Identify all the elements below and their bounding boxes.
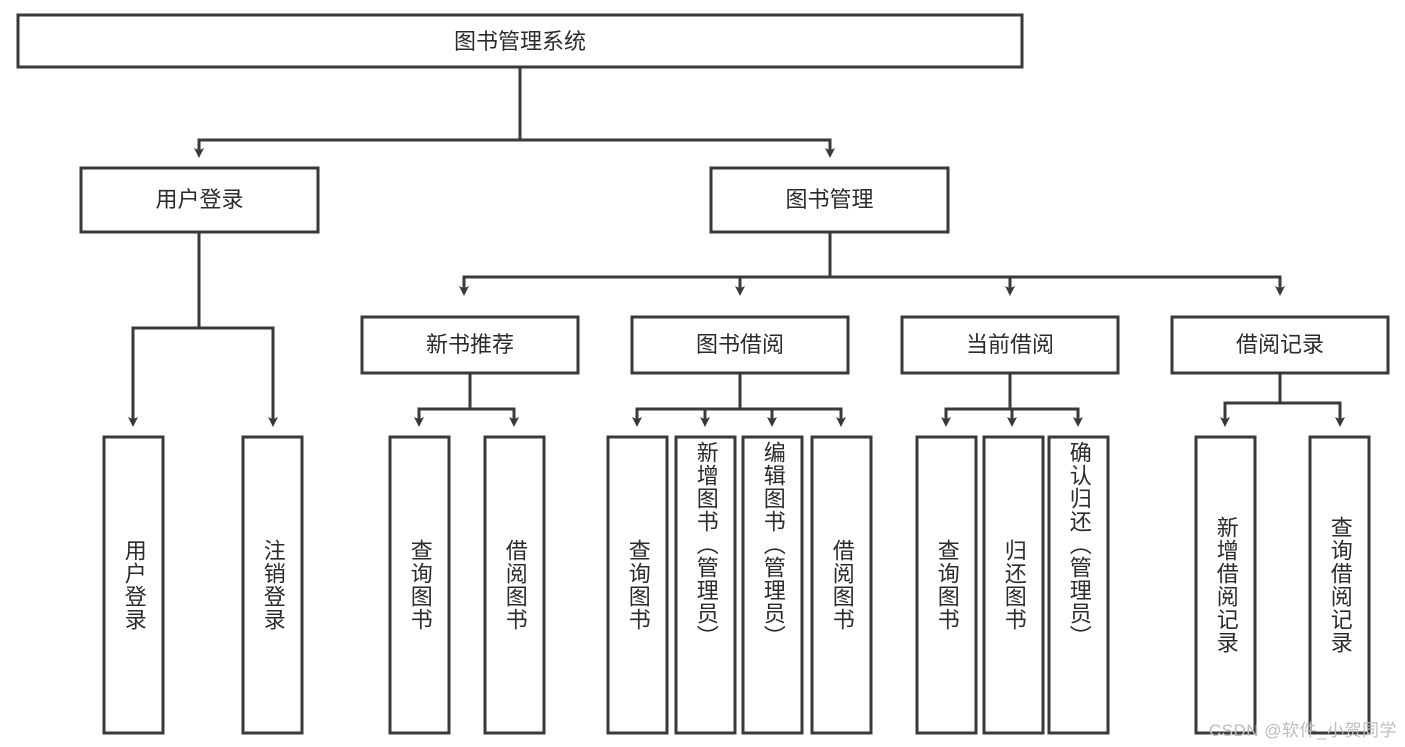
connector-bookmgmt-to-level3 [459,230,1285,296]
node-borrow[interactable]: 图书借阅 [630,315,850,375]
node-root-label: 图书管理系统 [454,29,586,54]
leaf-node-1[interactable] [102,435,165,735]
node-newbook-label: 新书推荐 [426,332,514,357]
node-login[interactable]: 用户登录 [79,166,320,234]
leaf-node-3[interactable] [388,435,451,735]
leaf-node-12[interactable] [1194,435,1257,735]
node-login-label: 用户登录 [155,187,243,212]
node-borrow-label: 图书借阅 [696,332,784,357]
leaf-node-9[interactable] [915,435,978,735]
node-root[interactable]: 图书管理系统 [16,13,1024,69]
connector-borrow-to-leaves [632,371,846,427]
node-bookmgmt[interactable]: 图书管理 [709,166,950,234]
leaf-node-13[interactable] [1308,435,1371,735]
leaf-node-5[interactable] [606,435,669,735]
node-bookmgmt-label: 图书管理 [785,187,873,212]
node-records-label: 借阅记录 [1236,332,1324,357]
leaf-node-7[interactable] [741,435,804,735]
leaf-node-2[interactable] [241,435,304,735]
node-current[interactable]: 当前借阅 [900,315,1120,375]
leaf-node-6[interactable] [674,435,737,735]
node-records[interactable]: 借阅记录 [1170,315,1390,375]
connector-current-to-leaves [941,371,1083,427]
leaf-node-10[interactable] [982,435,1045,735]
connector-login-to-leaves [128,230,278,427]
leaf-node-4[interactable] [483,435,546,735]
csdn-watermark: CSDN @软件_小贺同学 [1208,721,1397,740]
connector-root-to-level2 [194,65,835,158]
connector-newbook-to-leaves [414,371,519,427]
node-newbook[interactable]: 新书推荐 [360,315,580,375]
leaf-node-11[interactable] [1047,435,1110,735]
node-current-label: 当前借阅 [966,332,1054,357]
connector-records-to-leaves [1220,371,1345,427]
leaf-node-8[interactable] [810,435,873,735]
